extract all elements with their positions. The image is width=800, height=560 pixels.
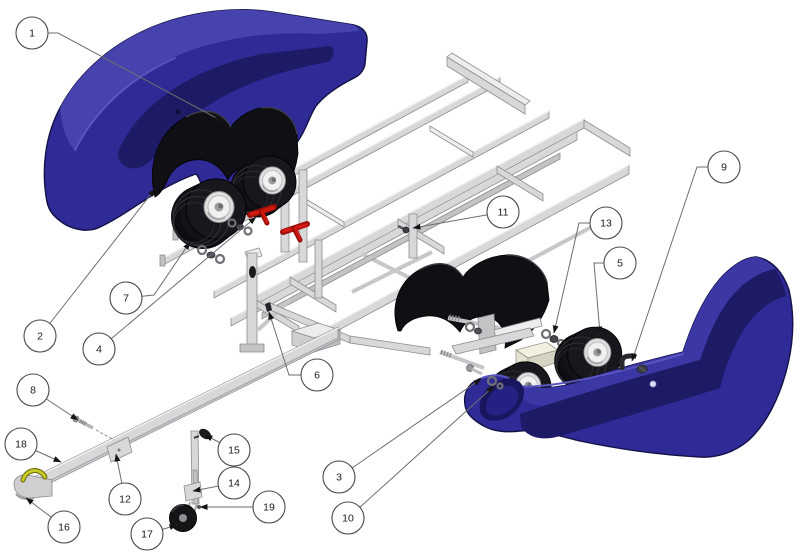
callout-circle (23, 319, 57, 353)
callout-circle (322, 460, 356, 494)
callout-circle (47, 510, 81, 544)
callout-circle (82, 332, 116, 366)
callout-13: 13 (552, 206, 623, 334)
callout-label: 5 (617, 258, 623, 270)
callout-label: 10 (342, 513, 354, 525)
winch-post (239, 247, 292, 353)
callout-label: 14 (228, 478, 240, 490)
callout-label: 9 (721, 162, 727, 174)
callout-circle (16, 373, 50, 407)
callout-14: 14 (192, 466, 251, 500)
callout-5: 5 (593, 246, 637, 335)
callout-label: 16 (58, 522, 70, 534)
callout-circle (589, 206, 623, 240)
callout-label: 12 (119, 494, 131, 506)
callout-circle (331, 501, 365, 535)
callout-19: 19 (199, 490, 286, 524)
leader-line (338, 378, 482, 478)
right-float (463, 256, 794, 458)
callout-circle (603, 246, 637, 280)
callout-6: 6 (268, 311, 334, 392)
loose-crossmember (446, 52, 531, 115)
callout-label: 4 (96, 344, 102, 356)
callout-label: 8 (30, 385, 36, 397)
rail-end-cap (159, 254, 166, 267)
right-hub-hardware (466, 353, 648, 390)
callout-10: 10 (331, 385, 495, 535)
callout-label: 1 (29, 28, 35, 40)
frame-bolt (397, 224, 410, 234)
callout-9: 9 (631, 150, 741, 362)
fender-post (298, 169, 308, 263)
frame-post (408, 213, 418, 259)
callout-label: 17 (141, 529, 153, 541)
callout-circle (252, 490, 286, 524)
callout-label: 13 (600, 218, 612, 230)
callout-label: 2 (37, 331, 43, 343)
callout-circle (109, 281, 143, 315)
float-hole (175, 109, 181, 115)
callout-15: 15 (204, 433, 251, 467)
callout-circle (707, 150, 741, 184)
callout-label: 19 (263, 502, 275, 514)
callout-12: 12 (108, 453, 142, 516)
callout-1: 1 (15, 16, 223, 122)
tongue-assembly (13, 326, 339, 532)
callout-circle (300, 358, 334, 392)
callout-label: 11 (498, 207, 509, 219)
callout-circle (130, 517, 164, 551)
callout-label: 3 (336, 472, 342, 484)
callout-17: 17 (130, 517, 178, 551)
winch-handle-knob (249, 266, 256, 278)
callout-2: 2 (23, 188, 156, 353)
post-pin (265, 302, 272, 312)
wheel-front-left (170, 178, 247, 250)
leader-line (39, 188, 156, 337)
safety-bolt (72, 415, 115, 441)
callout-7: 7 (109, 241, 191, 315)
leader-line (98, 216, 257, 350)
grease-elbow-fitting (619, 353, 636, 370)
callout-circle (217, 466, 251, 500)
jack-handle (199, 428, 211, 440)
deck-brace (429, 125, 474, 158)
callout-11: 11 (412, 195, 520, 230)
callout-16: 16 (25, 497, 81, 544)
callout-label: 6 (314, 370, 320, 382)
callout-circle (15, 16, 49, 50)
coupler (13, 468, 53, 500)
float-hole (649, 380, 657, 388)
axle-assembly (439, 313, 566, 373)
leader-line (347, 385, 495, 519)
callout-circle (486, 195, 520, 229)
callout-4: 4 (82, 216, 257, 366)
left-fender (152, 106, 299, 205)
quick-pins (247, 204, 310, 243)
callout-circle (4, 427, 38, 461)
callout-label: 18 (15, 439, 27, 451)
frame-post (314, 239, 323, 299)
callout-8: 8 (16, 373, 79, 421)
tongue-jack (169, 428, 211, 532)
callout-3: 3 (322, 378, 482, 494)
callout-18: 18 (4, 427, 62, 463)
callout-circle (217, 433, 251, 467)
callout-label: 15 (228, 445, 240, 457)
callout-label: 7 (123, 293, 129, 305)
callout-circle (108, 482, 142, 516)
